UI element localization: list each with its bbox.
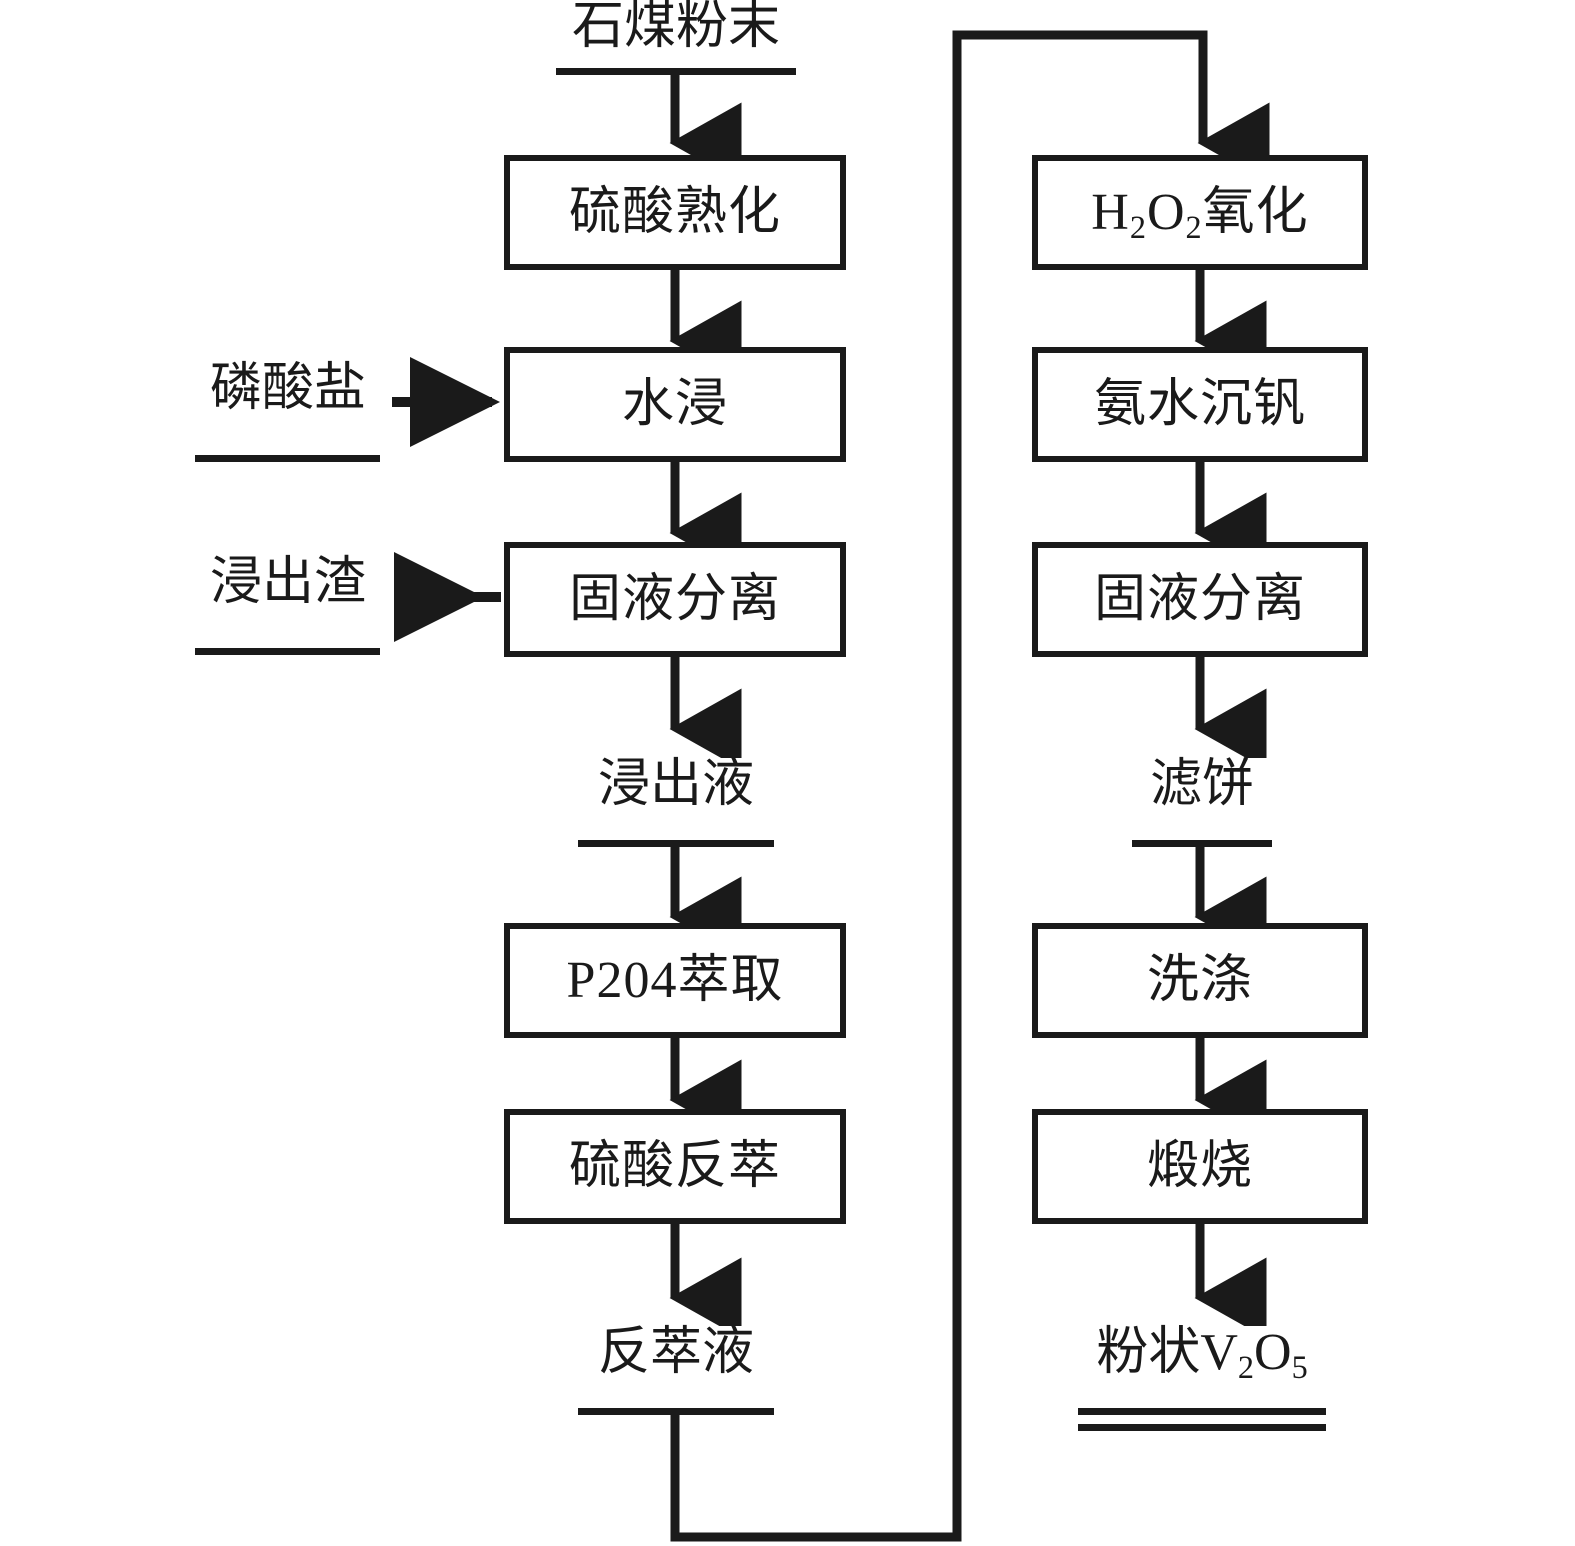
product-underline-lower	[1078, 1424, 1326, 1431]
process-box-solid-liquid-separation-2[interactable]: 固液分离	[1032, 542, 1368, 657]
product-underline-upper	[1078, 1408, 1326, 1415]
side-input-node-phosphate: 磷酸盐	[188, 360, 388, 417]
product-label-sub2: 5	[1291, 1349, 1308, 1386]
process-box-calcination[interactable]: 煅烧	[1032, 1109, 1368, 1224]
intermediate-node-filter-cake: 滤饼	[1132, 756, 1272, 813]
process-label-solid-liquid-separation-1: 固液分离	[568, 570, 781, 628]
process-box-solid-liquid-separation-1[interactable]: 固液分离	[504, 542, 846, 657]
process-label-water-leaching: 水浸	[621, 375, 728, 433]
h2o2-suffix: 氧化	[1202, 183, 1309, 241]
input-node-stone-coal: 石煤粉末	[548, 0, 804, 55]
intermediate-node-leachate: 浸出液	[570, 756, 782, 813]
process-box-h2o2-oxidation[interactable]: H2O2氧化	[1032, 155, 1368, 270]
process-box-ammonia-precipitation[interactable]: 氨水沉钒	[1032, 347, 1368, 462]
product-label-sub1: 2	[1237, 1349, 1254, 1386]
filtercake-underline	[1132, 840, 1272, 847]
h2o2-prefix: H	[1091, 183, 1130, 241]
output-node-strip-liquor: 反萃液	[570, 1324, 782, 1381]
process-label-sulfuric-stripping: 硫酸反萃	[568, 1137, 781, 1195]
h2o2-mid: O	[1146, 183, 1186, 241]
side-output-node-leach-residue: 浸出渣	[188, 554, 388, 611]
process-label-washing: 洗涤	[1146, 951, 1253, 1009]
process-box-washing[interactable]: 洗涤	[1032, 923, 1368, 1038]
process-box-water-leaching[interactable]: 水浸	[504, 347, 846, 462]
process-box-sulfuric-stripping[interactable]: 硫酸反萃	[504, 1109, 846, 1224]
process-box-sulfuric-curing[interactable]: 硫酸熟化	[504, 155, 846, 270]
process-box-p204-extraction[interactable]: P204萃取	[504, 923, 846, 1038]
process-label-calcination: 煅烧	[1146, 1137, 1253, 1195]
strip-liquor-underline	[578, 1408, 774, 1415]
residue-underline	[195, 648, 380, 655]
input-label-stone-coal: 石煤粉末	[571, 0, 780, 55]
process-label-sulfuric-curing: 硫酸熟化	[568, 183, 781, 241]
intermediate-label-leachate: 浸出液	[597, 756, 754, 813]
output-label-strip-liquor: 反萃液	[597, 1324, 754, 1381]
product-label-prefix: 粉状V	[1096, 1324, 1238, 1381]
process-label-h2o2-oxidation: H2O2氧化	[1091, 183, 1309, 243]
process-label-p204-extraction: P204萃取	[566, 951, 784, 1009]
h2o2-sub1: 2	[1129, 208, 1147, 245]
process-label-solid-liquid-separation-2: 固液分离	[1093, 570, 1306, 628]
h2o2-sub2: 2	[1185, 208, 1203, 245]
product-node-v2o5: 粉状V2O5	[1072, 1324, 1332, 1383]
intermediate-label-filter-cake: 滤饼	[1149, 756, 1254, 813]
leachate-underline	[578, 840, 774, 847]
product-label-mid: O	[1254, 1324, 1292, 1381]
process-label-ammonia-precipitation: 氨水沉钒	[1093, 375, 1306, 433]
side-input-label-phosphate: 磷酸盐	[209, 360, 366, 417]
input-underline-stone-coal	[556, 68, 796, 75]
phosphate-underline	[195, 455, 380, 462]
side-output-label-leach-residue: 浸出渣	[209, 554, 366, 611]
product-label-v2o5: 粉状V2O5	[1090, 1324, 1313, 1383]
